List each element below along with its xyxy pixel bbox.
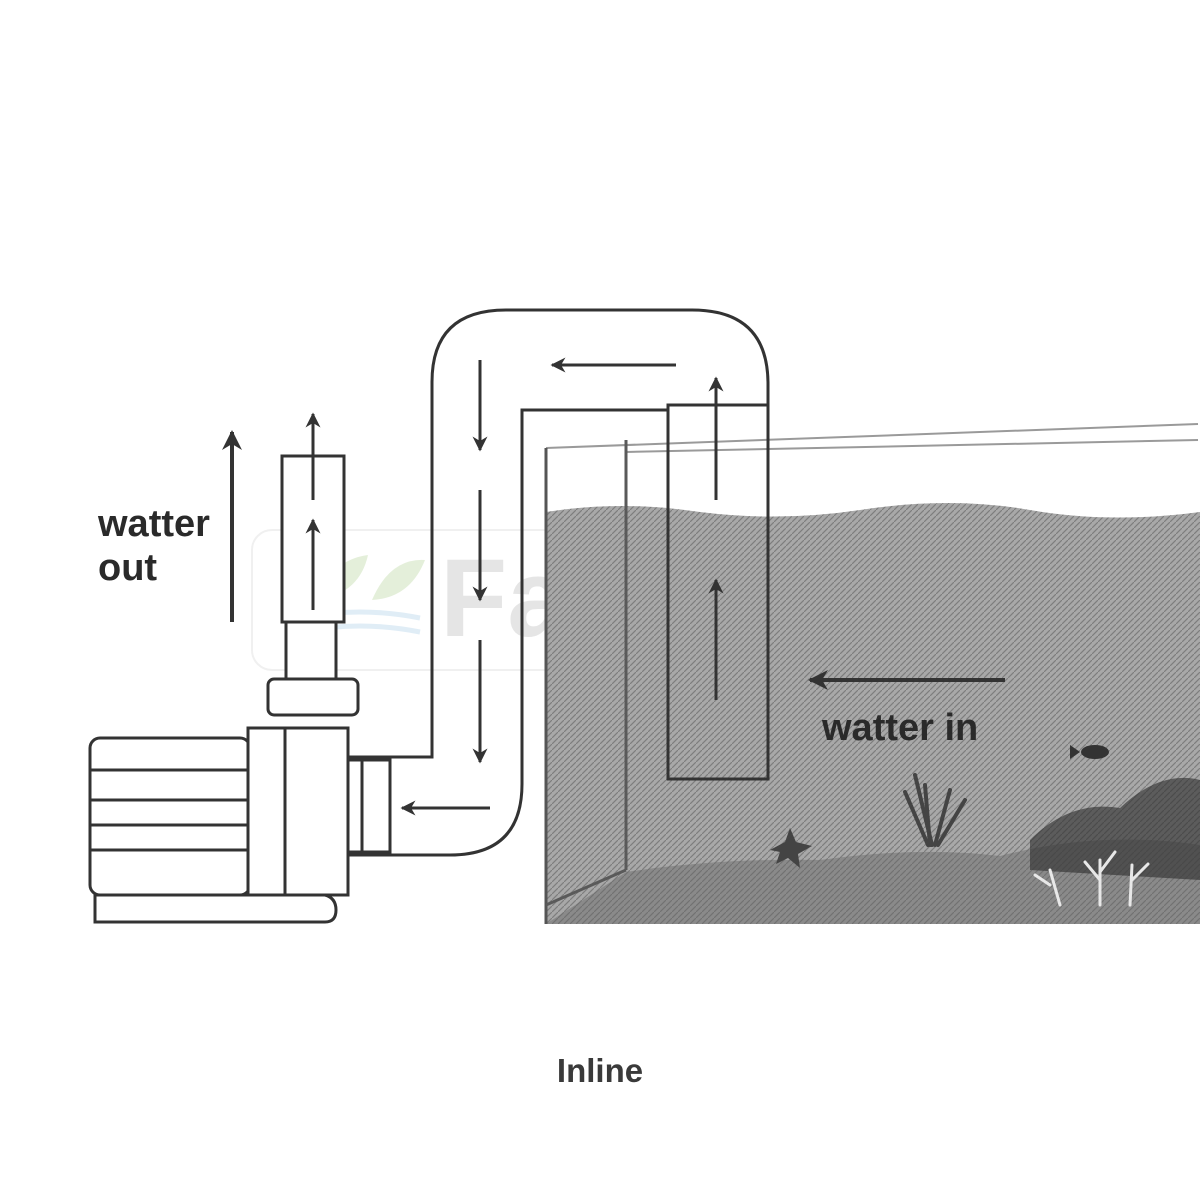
fish-icon <box>1070 745 1109 759</box>
outlet-fitting <box>284 620 338 681</box>
hose-inner <box>349 408 670 857</box>
tank-rim-upper <box>545 423 1199 449</box>
caption: Inline <box>556 1052 644 1089</box>
pump-motor <box>88 736 252 897</box>
inlet-connector <box>346 758 392 854</box>
plant-icon <box>903 773 967 847</box>
aquarium-tank <box>544 423 1200 924</box>
water-out-label-line1: watter <box>97 503 210 545</box>
tank-water <box>546 503 1200 924</box>
starfish-icon <box>770 828 812 868</box>
pump-housing <box>246 726 350 897</box>
flow-arrows <box>222 357 1005 816</box>
coral-icon <box>1033 850 1150 907</box>
water-in-label: watter in <box>821 707 978 749</box>
tank-rim-lower <box>625 439 1199 453</box>
hose-outer <box>349 308 770 759</box>
water-out-label-line2: out <box>98 547 157 589</box>
tank-inner-floor <box>545 868 627 907</box>
outlet-collar <box>266 677 360 717</box>
pump-base <box>93 893 338 924</box>
rock-formation <box>1030 777 1200 880</box>
intake-box <box>666 403 770 781</box>
hose <box>349 308 770 857</box>
